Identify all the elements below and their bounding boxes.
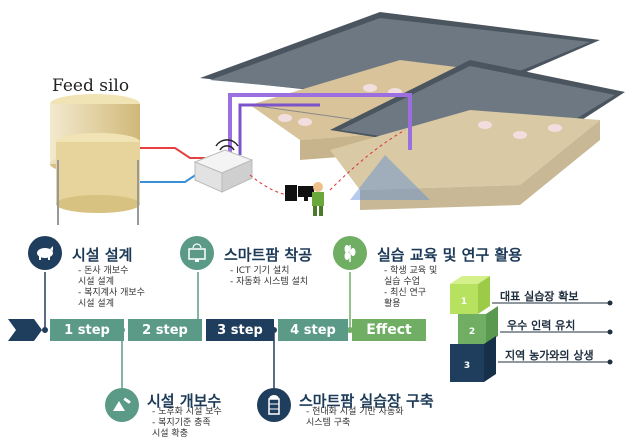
step3-bullet: - ICT 기기 설치 <box>230 266 290 276</box>
step2-label: 2 step <box>128 319 202 341</box>
step1-bullets: - 돈사 개보수 시설 설계 - 복지계사 개보수 시설 설계 <box>78 266 145 310</box>
goal1-label: 대표 실습장 확보 <box>500 290 579 303</box>
farmer-figure <box>312 182 324 216</box>
step4-bullet: - 현대화 시설 기반 자동화 시스템 구축 <box>306 407 404 428</box>
step2-title: 시설 개보수 <box>147 392 222 410</box>
step2-bullet: - 복지기준 충족 시설 확충 <box>152 418 211 439</box>
step4-bullets: - 현대화 시설 기반 자동화 시스템 구축 <box>306 407 404 429</box>
step1-title: 시설 설계 <box>72 246 133 264</box>
effect-title: 실습 교육 및 연구 활용 <box>377 246 523 264</box>
step4-title: 스마트팜 실습장 구축 <box>299 392 434 410</box>
goal2-label: 우수 인력 유치 <box>507 319 576 332</box>
step1-label: 1 step <box>50 319 124 341</box>
step3-bullets: - ICT 기기 설치 - 자동화 시스템 설치 <box>230 266 308 288</box>
wheat-icon <box>333 236 367 270</box>
goal3-num: 3 <box>464 361 470 371</box>
step3-label: 3 step <box>206 319 274 341</box>
step2-bullet: - 노후화 시설 보수 <box>152 407 222 417</box>
feed-pipe <box>228 93 412 155</box>
goal-cubes: 1 2 3 <box>450 276 613 382</box>
feed-silo <box>50 94 140 225</box>
step3-title: 스마트팜 착공 <box>224 246 313 264</box>
pig-icon <box>28 236 62 270</box>
effect-bullets: - 학생 교육 및 실습 수업 - 최신 연구 활용 <box>384 266 437 310</box>
goal3-label: 지역 농가와의 상생 <box>505 349 594 362</box>
step1-bullet: - 돈사 개보수 시설 설계 <box>78 266 129 287</box>
step3-bullet: - 자동화 시스템 설치 <box>230 277 309 287</box>
step2-bullets: - 노후화 시설 보수 - 복지기준 충족 시설 확충 <box>152 407 222 440</box>
computer-icon <box>285 185 314 201</box>
effect-bullet: - 학생 교육 및 실습 수업 <box>384 266 438 287</box>
start-chevron-icon <box>8 319 42 341</box>
step1-bullet: - 복지계사 개보수 시설 설계 <box>78 288 145 309</box>
effect-bullet: - 최신 연구 활용 <box>384 288 427 309</box>
step4-label: 4 step <box>278 319 348 341</box>
goal2-num: 2 <box>469 327 475 337</box>
controller-box <box>193 139 254 193</box>
goal1-num: 1 <box>461 297 467 307</box>
effect-label: Effect <box>352 319 426 341</box>
farm-illustration <box>50 12 625 225</box>
feed-silo-label: Feed silo <box>52 76 130 96</box>
silo-icon <box>257 388 291 422</box>
monitor-icon <box>180 236 214 270</box>
repair-icon <box>105 388 139 422</box>
